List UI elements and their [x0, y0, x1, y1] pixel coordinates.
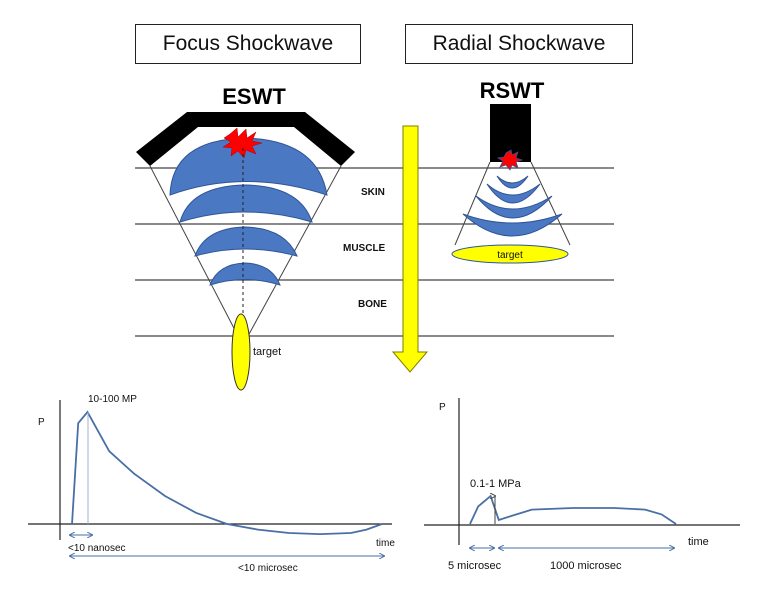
chart2-xlabel: time: [688, 536, 709, 548]
chart2-ylabel: P: [439, 402, 446, 413]
eswt-wave-1: [169, 137, 328, 196]
radial-shockwave-title: Radial Shockwave: [405, 24, 633, 64]
chart2-peak-label: 0.1-1 MPa: [470, 478, 522, 490]
chart1-xlabel: time: [376, 538, 395, 549]
layer-label-skin: SKIN: [361, 187, 385, 198]
rswt-target: [451, 244, 569, 264]
rswt-wave-2: [486, 183, 541, 204]
eswt-pressure-chart: P time 10-100 MP <10 nanosec <10 microse…: [28, 394, 395, 574]
eswt-applicator: [136, 112, 355, 166]
chart2-annotation-1000microsec: 1000 microsec: [550, 560, 622, 572]
eswt-wave-3: [194, 226, 298, 257]
chart1-peak-label: 10-100 MP: [88, 394, 137, 405]
eswt-label: ESWT: [222, 84, 286, 109]
rswt-wave-1: [496, 175, 529, 189]
rswt-cone-left: [454, 161, 491, 246]
chart2-annotation-5microsec: 5 microsec: [448, 560, 502, 572]
layer-label-muscle: MUSCLE: [343, 243, 386, 254]
eswt-cone-left: [149, 165, 239, 337]
focus-shockwave-title: Focus Shockwave: [135, 24, 361, 64]
rswt-wave-3: [475, 195, 553, 219]
chart1-annotation-nanosec: <10 nanosec: [68, 543, 126, 554]
rswt-cone-right: [530, 161, 571, 246]
rswt-label: RSWT: [480, 78, 545, 103]
layer-label-bone: BONE: [358, 299, 387, 310]
rswt-wave-4: [462, 213, 563, 237]
rswt-burst: [496, 149, 524, 171]
eswt-wave-2: [179, 184, 313, 223]
eswt-target-label: target: [253, 346, 281, 358]
eswt-wave-4: [209, 262, 281, 286]
chart1-curve: [71, 410, 383, 536]
depth-arrow: [391, 125, 429, 373]
rswt-target-label: target: [497, 250, 523, 261]
rswt-pressure-chart: P time 0.1-1 MPa 5 microsec 1000 microse…: [424, 398, 740, 572]
eswt-burst: [222, 127, 263, 159]
chart1-annotation-microsec: <10 microsec: [238, 563, 298, 574]
chart2-curve: [469, 494, 677, 525]
chart1-ylabel: P: [38, 417, 45, 428]
eswt-target: [231, 313, 251, 391]
